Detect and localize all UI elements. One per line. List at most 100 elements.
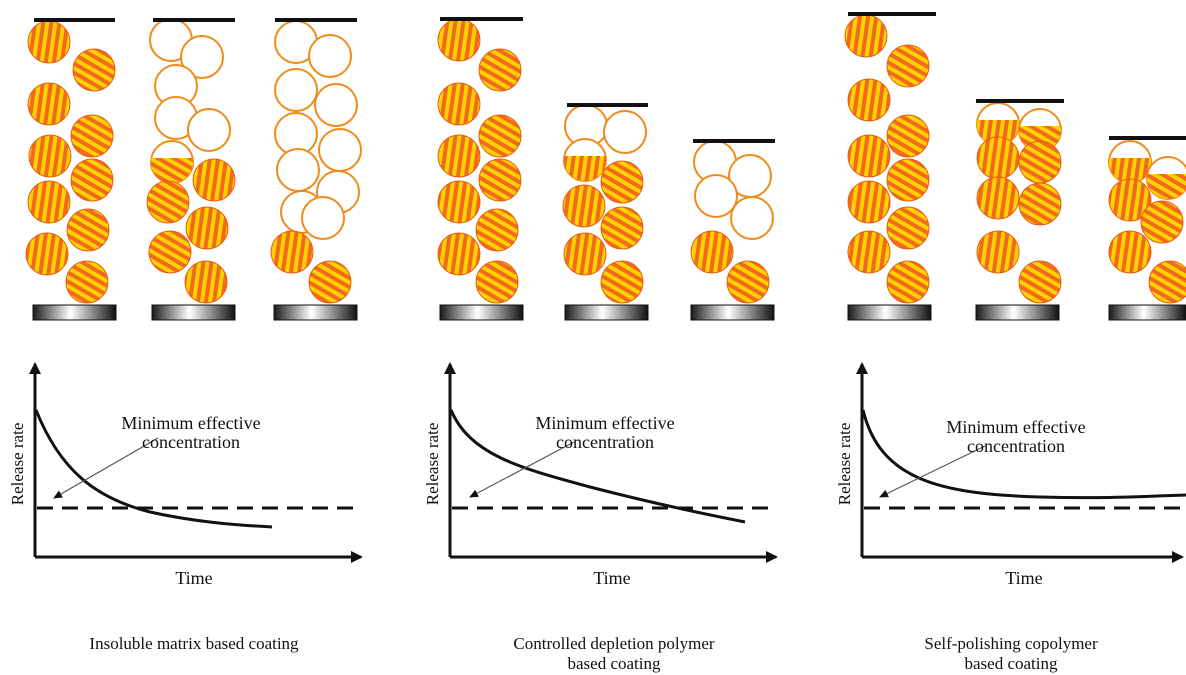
biocide-particle — [72, 48, 116, 92]
biocide-particle — [478, 114, 522, 158]
biocide-particle — [1018, 260, 1062, 304]
release-rate-chart-1 — [29, 362, 363, 563]
caption-3-line2: based coating — [964, 654, 1058, 674]
coating-column-7 — [844, 12, 936, 321]
biocide-particle — [308, 260, 352, 304]
biocide-particle — [1108, 230, 1152, 274]
mec-label-3: Minimum effective concentration — [896, 418, 1136, 456]
substrate-base — [439, 304, 524, 321]
release-rate-chart-2 — [444, 362, 778, 563]
substrate-base — [564, 304, 649, 321]
biocide-particle — [70, 158, 114, 202]
biocide-particle — [192, 158, 236, 202]
biocide-particle — [28, 134, 72, 178]
mec-label-1-line2: concentration — [142, 431, 240, 452]
biocide-particle — [847, 78, 891, 122]
partially-leached-particle — [1109, 158, 1151, 183]
annotation-pointer-arrow — [879, 445, 986, 498]
leached-void — [318, 128, 362, 172]
biocide-particle — [437, 134, 481, 178]
substrate-base — [32, 304, 117, 321]
leached-void — [730, 196, 774, 240]
biocide-particle — [66, 208, 110, 252]
biocide-particle — [437, 232, 481, 276]
release-rate-chart-3 — [856, 362, 1186, 563]
mec-label-1: Minimum effective concentration — [71, 414, 311, 452]
leached-void — [314, 83, 358, 127]
coating-column-3 — [270, 18, 362, 321]
annotation-pointer-arrow — [53, 437, 159, 499]
annotation-pointer-arrow — [469, 441, 575, 498]
biocide-particle — [847, 180, 891, 224]
leached-void — [187, 108, 231, 152]
biocide-particle — [1140, 200, 1184, 244]
coating-column-2 — [146, 18, 236, 321]
leached-void — [180, 35, 224, 79]
biocide-particle — [478, 48, 522, 92]
substrate-base — [690, 304, 775, 321]
biocide-particle — [562, 184, 606, 228]
biocide-particle — [146, 180, 190, 224]
caption-2: Controlled depletion polymer based coati… — [434, 634, 794, 675]
y-axis-label-2: Release rate — [423, 422, 443, 506]
biocide-particle — [437, 180, 481, 224]
biocide-particle — [437, 18, 481, 62]
biocide-particle — [563, 232, 607, 276]
coating-column-5 — [562, 103, 649, 321]
biocide-particle — [976, 176, 1020, 220]
biocide-particle — [886, 44, 930, 88]
x-axis-label-2: Time — [593, 568, 631, 588]
mec-label-2-line2: concentration — [556, 431, 654, 452]
substrate-base — [975, 304, 1060, 321]
leached-void — [694, 174, 738, 218]
release-rate-curve — [449, 409, 746, 524]
caption-2-line1: Controlled depletion polymer — [513, 634, 715, 653]
biocide-particle — [1018, 140, 1062, 184]
release-rate-curve — [34, 409, 273, 529]
biocide-particle — [976, 136, 1020, 180]
leached-void — [276, 148, 320, 192]
coating-column-6 — [690, 139, 775, 321]
coating-column-9 — [1108, 136, 1186, 321]
mec-label-1-line1: Minimum effective — [121, 413, 261, 433]
biocide-particle — [847, 134, 891, 178]
biocide-particle — [1148, 260, 1186, 304]
x-axis-label-3: Time — [1005, 568, 1043, 588]
biocide-particle — [600, 206, 644, 250]
biocide-particle — [185, 206, 229, 250]
partially-leached-particle — [564, 156, 606, 181]
leached-void — [603, 110, 647, 154]
y-axis-label-1: Release rate — [8, 422, 28, 506]
caption-3-line1: Self-polishing copolymer — [924, 634, 1098, 653]
biocide-particle — [27, 180, 71, 224]
biocide-particle — [270, 230, 314, 274]
coating-column-4 — [437, 17, 524, 321]
partially-leached-particle — [1147, 174, 1186, 199]
biocide-particle — [886, 260, 930, 304]
leached-void — [274, 68, 318, 112]
substrate-base — [1108, 304, 1186, 321]
biocide-particle — [437, 82, 481, 126]
biocide-particle — [65, 260, 109, 304]
biocide-particle — [600, 160, 644, 204]
biocide-particle — [690, 230, 734, 274]
biocide-particle — [478, 158, 522, 202]
biocide-particle — [184, 260, 228, 304]
caption-2-line2: based coating — [567, 654, 661, 674]
biocide-particle — [148, 230, 192, 274]
leached-void — [308, 34, 352, 78]
biocide-particle — [70, 114, 114, 158]
biocide-particle — [886, 206, 930, 250]
biocide-particle — [27, 20, 71, 64]
substrate-base — [151, 304, 236, 321]
biocide-particle — [600, 260, 644, 304]
biocide-particle — [726, 260, 770, 304]
biocide-particle — [25, 232, 69, 276]
biocide-particle — [1108, 178, 1152, 222]
mec-label-3-line1: Minimum effective — [946, 417, 1086, 437]
caption-1: Insoluble matrix based coating — [14, 634, 374, 654]
biocide-particle — [27, 82, 71, 126]
coating-column-1 — [25, 18, 117, 321]
leached-void — [301, 196, 345, 240]
